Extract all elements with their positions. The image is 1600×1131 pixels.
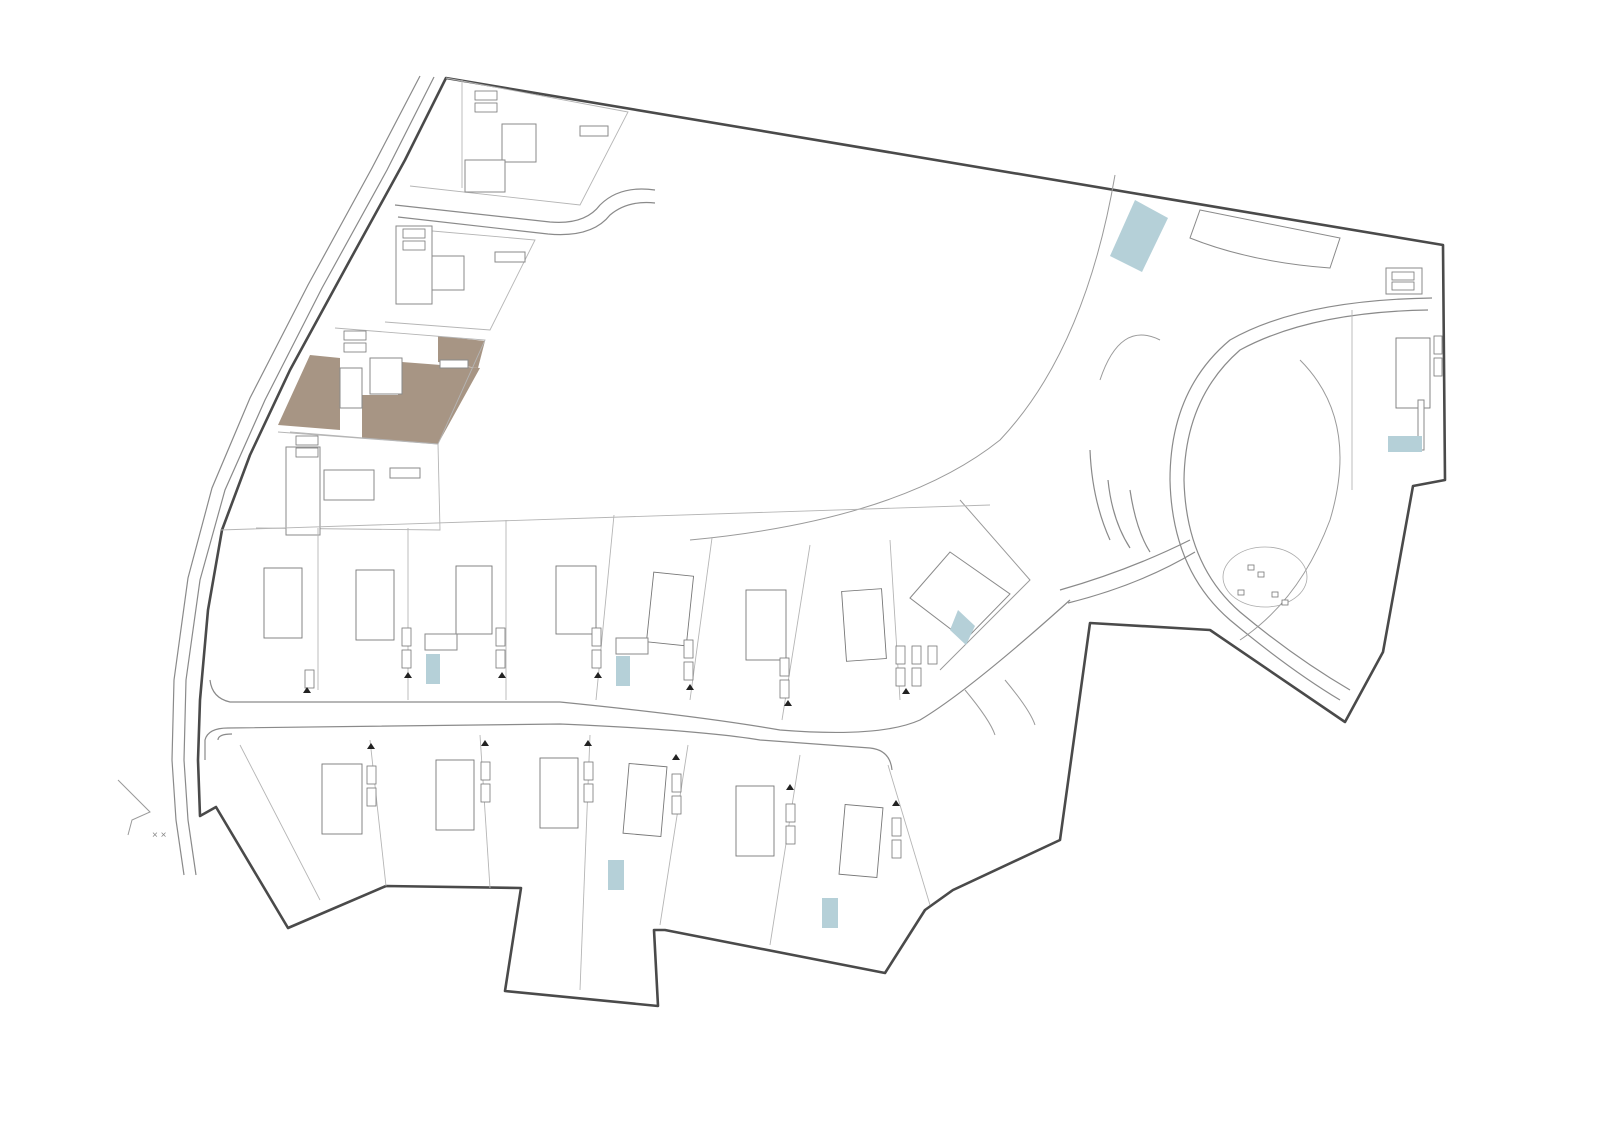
entrance-marker-icon <box>686 684 694 690</box>
north-cluster <box>255 77 656 536</box>
access-road-west: × × <box>117 75 435 876</box>
entrance-marker-icon <box>902 688 910 694</box>
pool <box>950 610 975 645</box>
clubhouse <box>1110 200 1341 272</box>
driveways <box>304 627 938 699</box>
entrance-marker-icon <box>784 700 792 706</box>
rock-garden <box>1222 546 1308 608</box>
entrance-marker-icon <box>594 672 602 678</box>
entrance-marker-icon <box>303 687 311 693</box>
pool <box>822 898 838 928</box>
south-roofs <box>321 757 884 879</box>
entrance-marker-icon <box>404 672 412 678</box>
south-pools <box>608 860 838 928</box>
pools-middle <box>426 610 975 686</box>
entrance-marker-icon <box>481 740 489 746</box>
pool <box>616 656 630 686</box>
entrance-marker-icon <box>892 800 900 806</box>
house-roofs <box>263 551 1011 662</box>
svg-text:× ×: × × <box>152 830 167 841</box>
pool <box>1388 436 1422 452</box>
pool <box>608 860 624 890</box>
circular-amenity <box>1059 297 1433 701</box>
south-entrance-markers <box>367 740 900 806</box>
middle-row <box>209 504 1071 734</box>
south-row <box>239 734 931 991</box>
entrance-marker-icon <box>786 784 794 790</box>
pool <box>1110 200 1168 272</box>
house-block <box>501 123 537 163</box>
spine-road <box>204 679 1036 771</box>
entrance-marker-icon <box>367 743 375 749</box>
northeast-house <box>1351 267 1443 490</box>
south-driveways <box>366 761 902 859</box>
site-boundary <box>196 76 1447 1008</box>
entrance-marker-icon <box>672 754 680 760</box>
house-block <box>464 159 506 193</box>
entrance-marker-icon <box>498 672 506 678</box>
entrance-marker-icon <box>584 740 592 746</box>
entrance-markers <box>303 672 910 706</box>
pool <box>426 654 440 684</box>
central-open-space <box>689 174 1116 671</box>
